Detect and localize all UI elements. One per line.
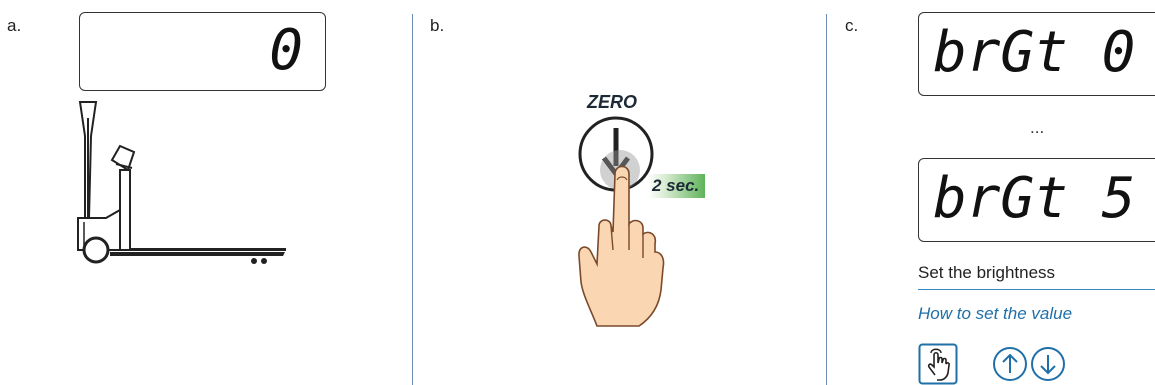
lcd-display-a: 0 (79, 12, 326, 91)
lcd-display-brightness-last: brGt 5 (918, 158, 1155, 242)
display-value-a: 0 (269, 18, 303, 83)
ellipsis: ... (1030, 118, 1045, 137)
step-c-label: c. (845, 16, 859, 35)
display-brightness-last: brGt 5 (933, 166, 1136, 231)
divider-1 (412, 14, 413, 385)
divider-2 (826, 14, 827, 385)
touch-hand-icon (918, 343, 958, 385)
hold-time-badge: 2 sec. (648, 174, 706, 198)
step-title: Set the brightness (918, 263, 1056, 282)
arrow-up-circle-icon (993, 347, 1027, 381)
zero-button-label: ZERO (587, 92, 638, 112)
lcd-display-brightness-first: brGt 0 (918, 12, 1155, 96)
display-brightness-first: brGt 0 (933, 20, 1136, 85)
arrow-down-circle-icon (1031, 347, 1065, 381)
zero-button-icon (578, 116, 654, 192)
title-underline (918, 289, 1155, 290)
step-subtitle: How to set the value (918, 304, 1073, 323)
step-b-label: b. (430, 16, 445, 35)
step-a-label: a. (7, 16, 22, 35)
pallet-truck-scale-illustration (77, 101, 286, 264)
pressing-finger-icon (578, 165, 665, 327)
